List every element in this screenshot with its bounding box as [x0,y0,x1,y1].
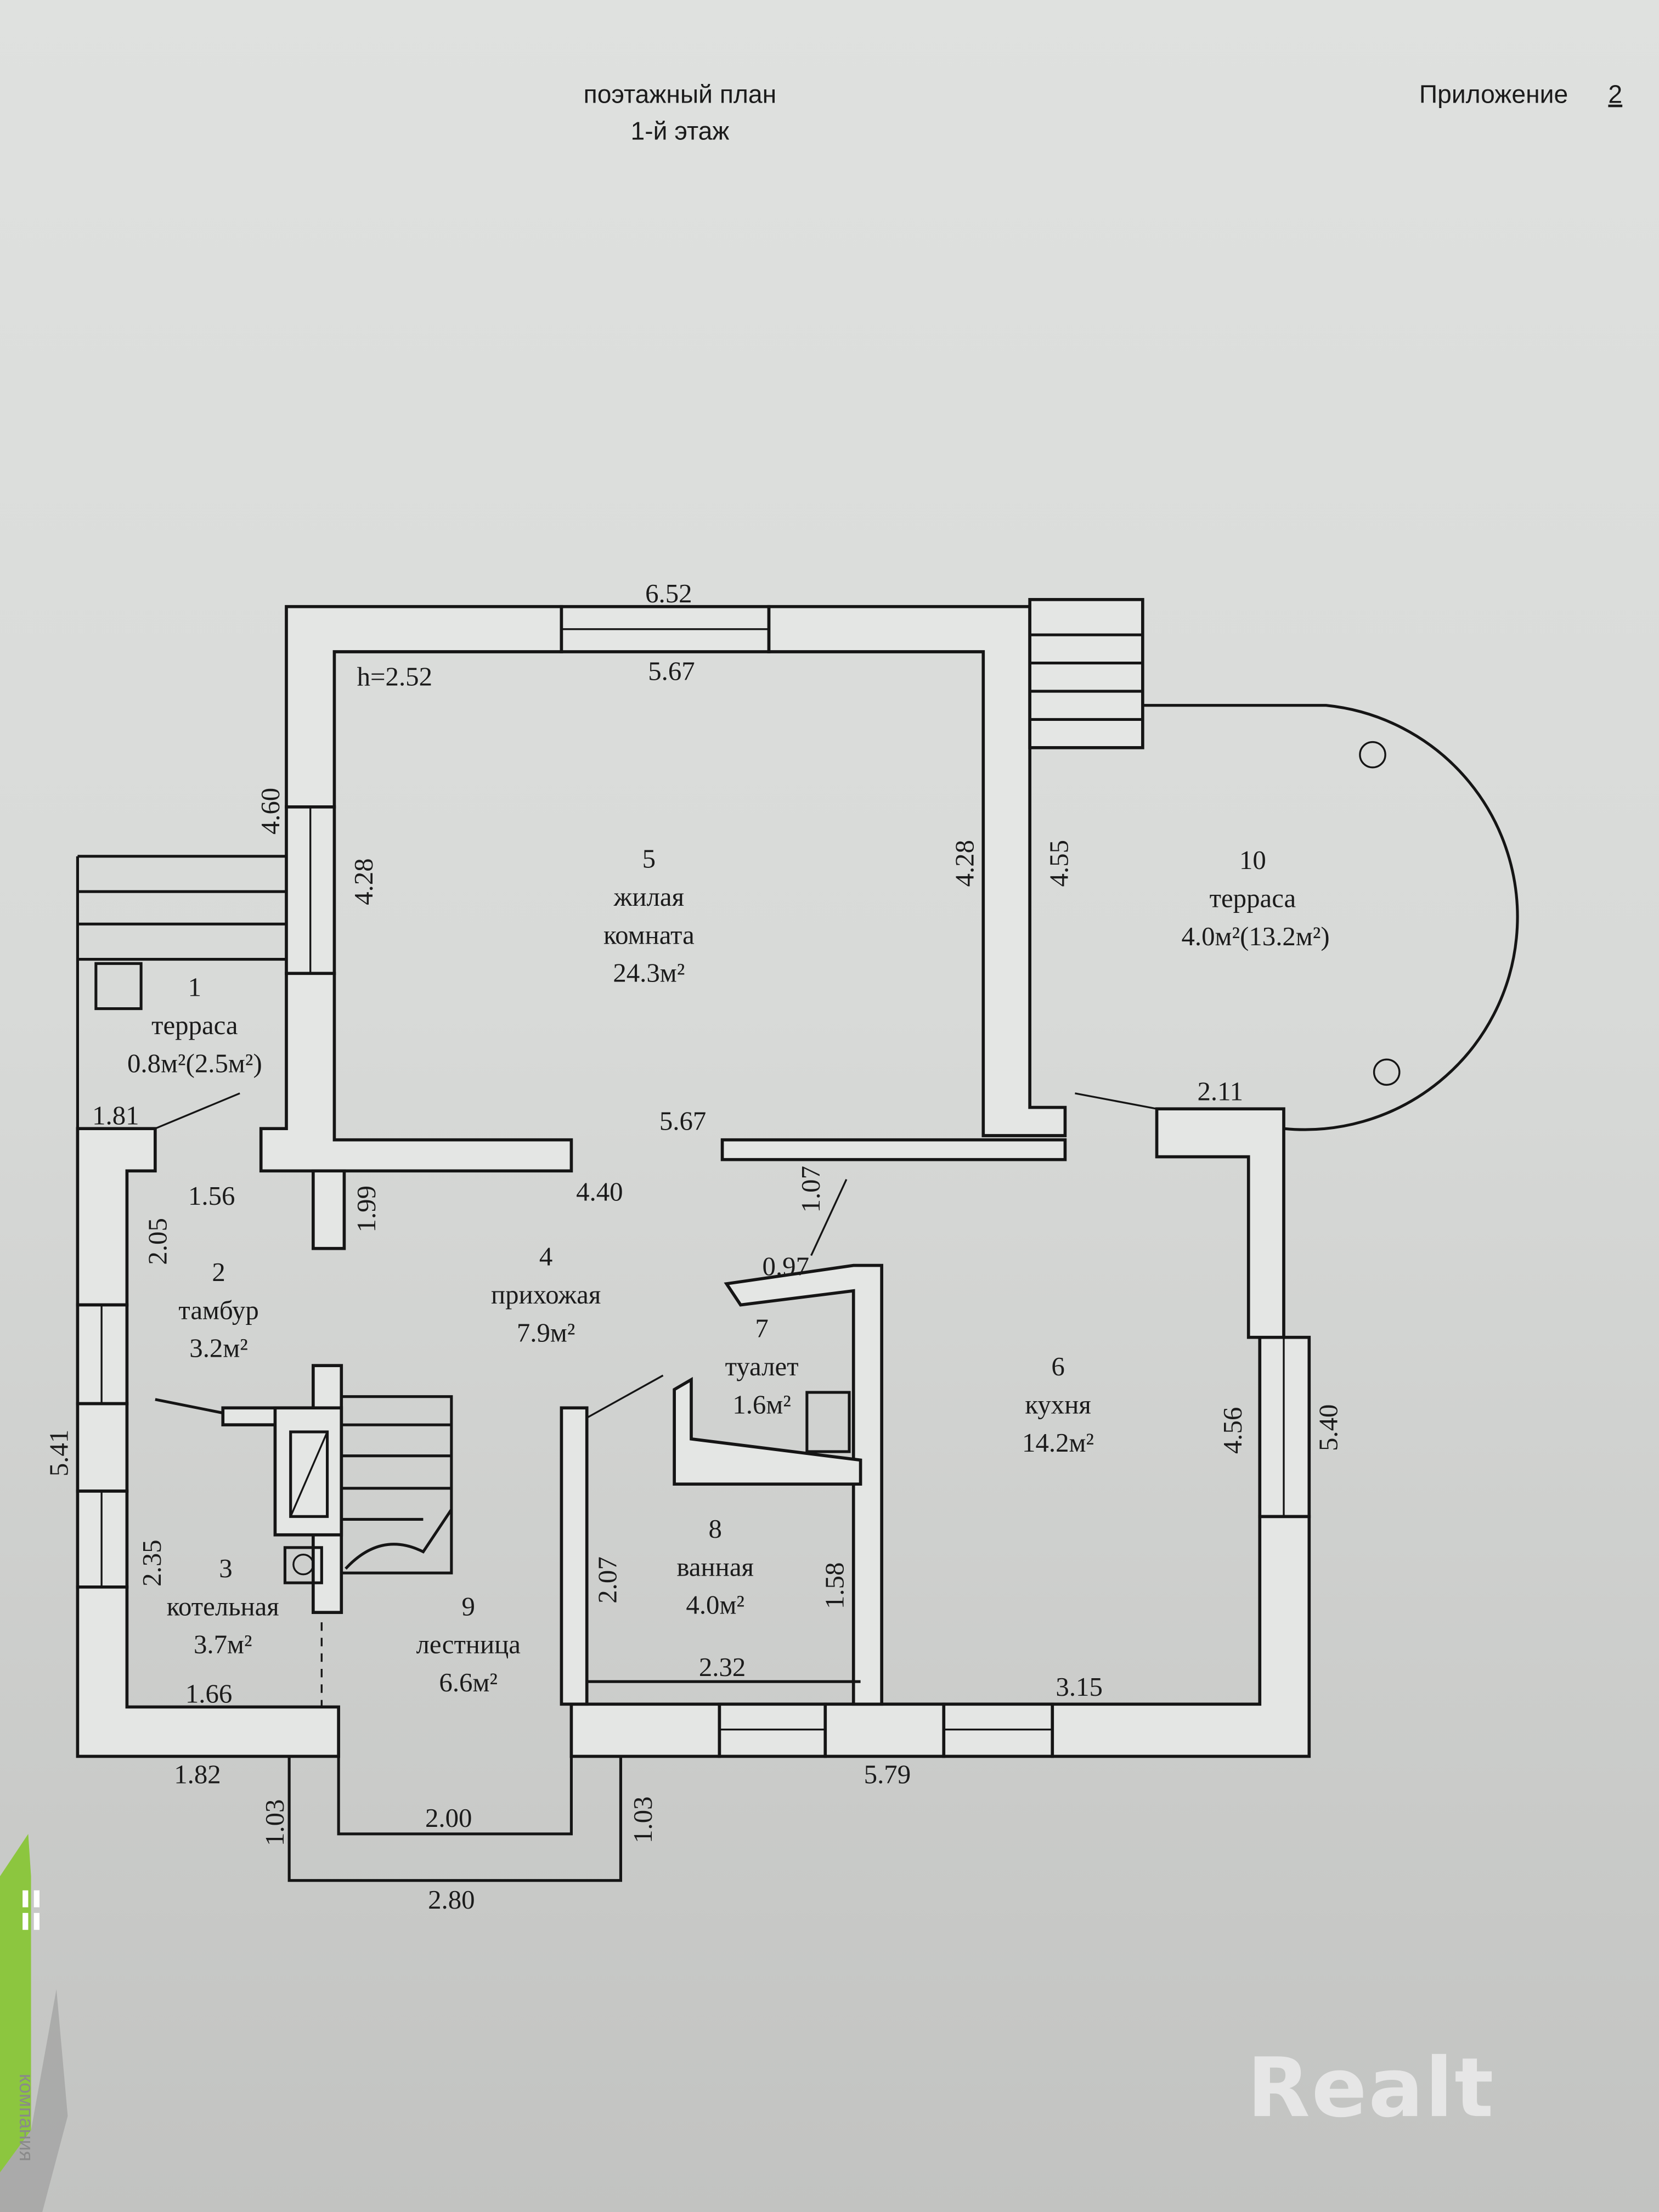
room-1-name: терраса [151,1010,238,1040]
appendix-label: Приложение [1419,80,1568,109]
room-3-number: 3 [219,1553,232,1583]
dim-top-inner: 5.67 [648,656,695,686]
realt-watermark: компания Realt [0,1833,1495,2212]
dim-kitchen-height: 4.56 [1217,1407,1248,1454]
dim-boiler-width: 1.66 [185,1679,232,1709]
dim-room5-left: 4.28 [348,858,379,905]
dim-toilet-width: 0.97 [763,1251,809,1282]
dim-porch-right: 1.03 [628,1796,658,1843]
room-8-number: 8 [709,1514,722,1544]
room-8-area: 4.0м² [686,1590,744,1620]
dim-tambur-height: 2.05 [142,1218,172,1265]
room-labels: 1 терраса 0.8м²(2.5м²) 2 тамбур 3.2м² 3 … [127,662,1330,1697]
dimension-labels: 6.52 5.67 4.60 4.28 4.28 4.55 5.67 2.11 … [43,578,1343,1915]
room-10-number: 10 [1239,845,1266,875]
appendix-number: 2 [1608,80,1622,109]
room-7-name: туалет [725,1351,799,1381]
dim-terrace10-width: 2.11 [1197,1076,1243,1107]
dim-boiler-height: 2.35 [137,1539,167,1586]
dim-bath-width: 2.32 [699,1652,746,1682]
dim-porch-inner: 2.00 [425,1803,472,1833]
dim-left-outer: 4.60 [255,788,285,834]
room-4-number: 4 [539,1242,552,1272]
ceiling-height: h=2.52 [357,662,432,692]
room-2-area: 3.2м² [189,1333,248,1363]
room-8-name: ванная [676,1551,754,1582]
dim-porch-outer: 2.80 [428,1884,475,1915]
room-2-number: 2 [212,1257,225,1287]
dim-left-outer-lower: 5.41 [43,1430,74,1476]
dim-tambur-width: 1.56 [188,1181,235,1211]
room-5-name-2: комната [603,919,695,950]
room-9-area: 6.6м² [439,1667,498,1697]
room-7-number: 7 [755,1313,768,1344]
dim-porch-left: 1.03 [259,1799,290,1846]
room-9-number: 9 [462,1591,475,1621]
side-watermark-text: компания [15,2074,38,2162]
dim-right-outer-upper: 4.55 [1044,840,1074,887]
dim-hall-wall: 1.99 [351,1186,381,1232]
floor-label: 1-й этаж [631,117,730,145]
room-6-area: 14.2м² [1022,1427,1094,1458]
room-2-name: тамбур [178,1295,258,1325]
room-9-name: лестница [416,1629,521,1660]
dim-bottom-left: 1.82 [174,1759,221,1789]
dim-room5-right: 4.28 [949,840,979,887]
realt-logo: Realt [1247,2041,1495,2136]
room-5-name: жилая [613,882,684,912]
room-6-number: 6 [1051,1351,1064,1381]
room-7-area: 1.6м² [732,1390,791,1420]
dim-room5-bottom: 5.67 [659,1106,706,1136]
dim-hall-width: 4.40 [576,1176,623,1206]
room-3-name: котельная [167,1591,279,1621]
dim-terrace1-width: 1.81 [92,1100,139,1130]
room-10-area: 4.0м²(13.2м²) [1181,921,1329,951]
dim-toilet-door: 1.07 [795,1166,826,1212]
dim-right-outer-lower: 5.40 [1313,1404,1344,1451]
dim-bottom-right: 5.79 [864,1759,911,1789]
room-1-area: 0.8м²(2.5м²) [127,1048,262,1078]
room-1-number: 1 [188,972,201,1002]
room-10-name: терраса [1210,883,1296,913]
plan-title: поэтажный план [584,80,777,109]
walls [76,598,1519,1882]
room-6-name: кухня [1025,1390,1091,1420]
room-5-number: 5 [642,843,656,873]
dim-bath-height-left: 2.07 [592,1556,623,1603]
dim-kitchen-width: 3.15 [1056,1672,1102,1702]
room-3-area: 3.7м² [194,1629,252,1660]
room-4-area: 7.9м² [517,1317,575,1347]
dim-top-outer: 6.52 [645,578,692,608]
room-4-name: прихожая [491,1279,601,1310]
dim-bath-height-right: 1.58 [820,1562,850,1609]
room-5-area: 24.3м² [613,958,685,988]
